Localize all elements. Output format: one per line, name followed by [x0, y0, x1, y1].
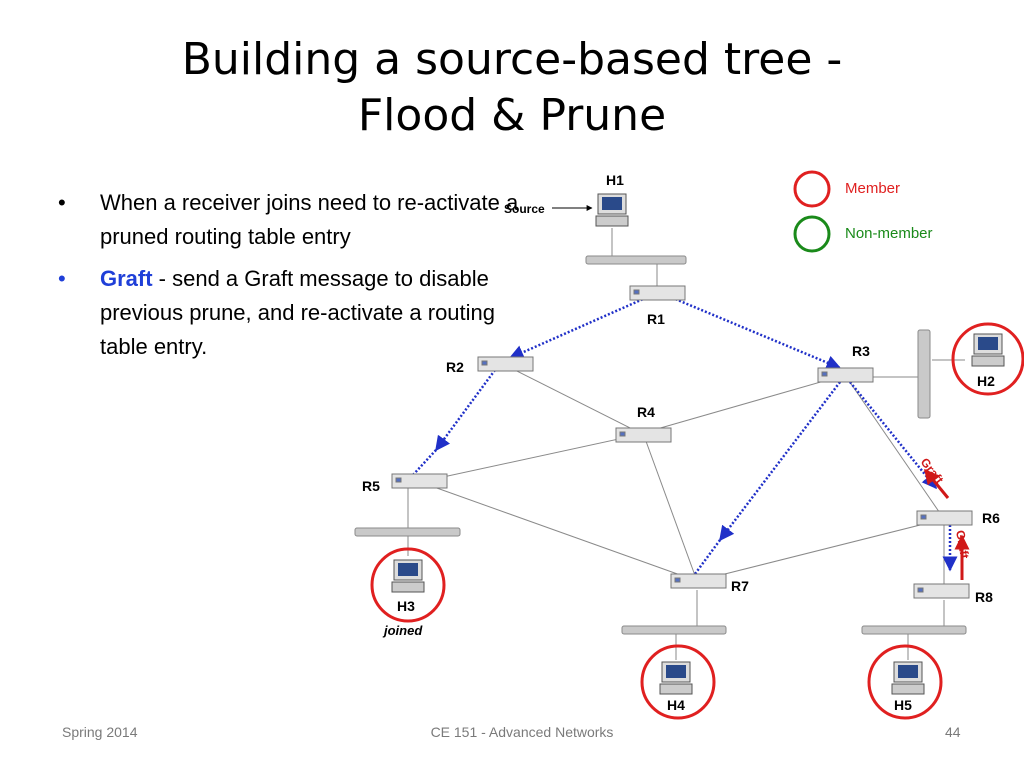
member-circle-h2	[951, 322, 1024, 396]
host-h2-icon	[971, 333, 1005, 367]
graft-term: Graft	[100, 266, 153, 291]
bullet-list: • When a receiver joins need to re-activ…	[58, 186, 528, 372]
title-line-2: Flood & Prune	[357, 90, 667, 141]
bullet-item-2: • Graft - send a Graft message to disabl…	[58, 262, 528, 364]
member-circle-h3	[370, 547, 446, 623]
host-h5-icon	[891, 661, 925, 695]
link-r2-r4	[504, 364, 643, 435]
slide-title: Building a source-based tree - Flood & P…	[0, 32, 1024, 144]
graft-label-lower: Graft	[953, 529, 972, 560]
router-r5	[391, 473, 448, 489]
label-r2: R2	[446, 359, 464, 375]
legend-member-circle	[793, 170, 831, 208]
router-r4	[615, 427, 672, 443]
host-h1-icon	[595, 193, 629, 227]
host-h3-icon	[391, 559, 425, 593]
link-r7-r6	[696, 518, 945, 582]
label-h3: H3	[397, 598, 415, 614]
source-label: Source	[504, 202, 545, 216]
label-r5: R5	[362, 478, 380, 494]
footer-center: CE 151 - Advanced Networks	[430, 724, 614, 740]
link-r5-r7	[419, 481, 698, 582]
link-r4-r7	[642, 432, 698, 582]
router-r6	[916, 510, 973, 526]
router-r7	[670, 573, 727, 589]
graft-arrow-r6-r3	[923, 468, 950, 499]
bullet-item-1: • When a receiver joins need to re-activ…	[58, 186, 528, 254]
graft-label-upper: Graft	[918, 455, 947, 486]
bullet-text: When a receiver joins need to re-activat…	[100, 190, 519, 249]
link-r4-r3	[642, 374, 846, 434]
flood-r2-r5-tail	[411, 449, 437, 477]
flood-r2-r5	[434, 369, 497, 452]
flood-r3-r6	[849, 381, 937, 490]
bullet-marker: •	[58, 266, 66, 291]
legend-nonmember-circle	[793, 215, 831, 253]
router-r1	[629, 285, 686, 301]
router-r8	[913, 583, 970, 599]
label-h5: H5	[894, 697, 912, 713]
host-h4-icon	[659, 661, 693, 695]
network-links	[407, 228, 965, 660]
graft-arrows	[923, 468, 970, 580]
label-h4: H4	[667, 697, 685, 713]
flood-r3-r7	[719, 381, 841, 542]
label-r1: R1	[647, 311, 665, 327]
label-r4: R4	[637, 404, 655, 420]
lan-segments	[354, 255, 967, 635]
router-r3	[817, 367, 874, 383]
flood-r1-r2	[508, 294, 651, 360]
member-circle-h4	[640, 644, 716, 720]
member-circles	[370, 322, 1024, 720]
node-labels: H1 H2 H3 H4 H5 R1 R2 R3 R4 R5 R6 R7 R8	[362, 172, 1000, 713]
flood-paths	[411, 294, 958, 579]
bullet-marker: •	[58, 190, 66, 215]
label-r3: R3	[852, 343, 870, 359]
bullet-text: - send a Graft message to disable previo…	[100, 266, 496, 359]
lan-h1	[585, 255, 687, 265]
label-h1: H1	[606, 172, 624, 188]
link-r5-r4	[419, 433, 643, 483]
flood-r1-r3	[667, 294, 842, 370]
label-r8: R8	[975, 589, 993, 605]
member-circle-h5	[867, 644, 943, 720]
link-r3-r6	[844, 374, 945, 520]
lan-h2	[917, 329, 931, 419]
lan-h3	[354, 527, 461, 537]
label-r7: R7	[731, 578, 749, 594]
footer-left: Spring 2014	[62, 724, 138, 740]
joined-label: joined	[382, 623, 423, 638]
routers	[391, 285, 973, 599]
label-h2: H2	[977, 373, 995, 389]
title-line-1: Building a source-based tree -	[181, 34, 843, 85]
router-r2	[477, 356, 534, 372]
lan-h4	[621, 625, 727, 635]
page-number: 44	[945, 724, 961, 740]
flood-r3-r7-tail	[690, 539, 722, 579]
legend-nonmember-label: Non-member	[845, 225, 933, 242]
legend-member-label: Member	[845, 180, 901, 197]
label-r6: R6	[982, 510, 1000, 526]
lan-h5	[861, 625, 967, 635]
